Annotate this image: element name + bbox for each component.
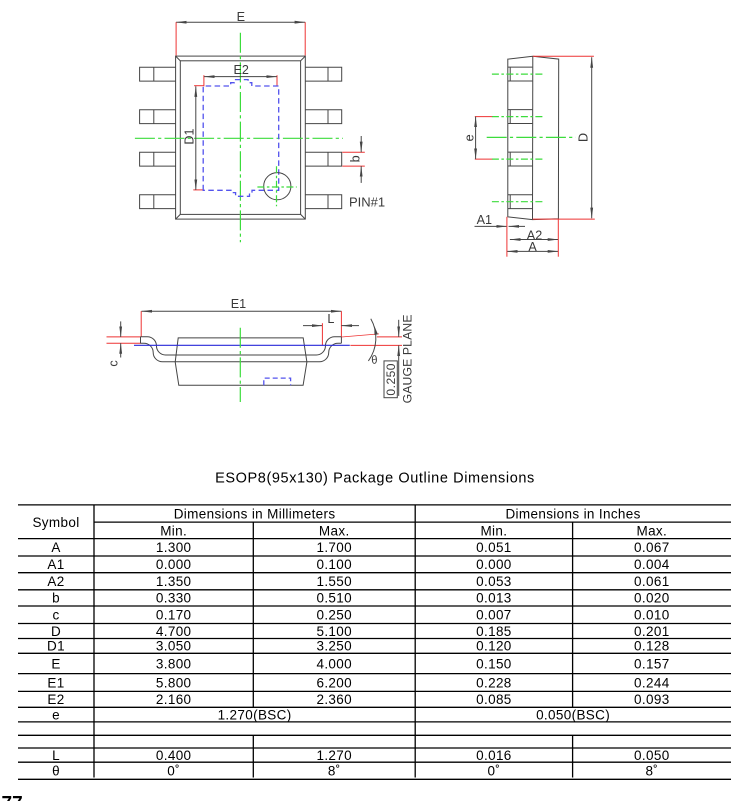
svg-text:2.160: 2.160 xyxy=(156,692,192,707)
svg-text:2.360: 2.360 xyxy=(316,692,352,707)
svg-text:6.200: 6.200 xyxy=(316,675,352,690)
svg-text:θ: θ xyxy=(370,354,380,367)
svg-text:D: D xyxy=(577,133,591,142)
svg-text:0.061: 0.061 xyxy=(634,574,670,589)
svg-text:5.100: 5.100 xyxy=(316,624,352,639)
svg-text:A2: A2 xyxy=(47,574,64,589)
svg-text:Max.: Max. xyxy=(319,523,350,538)
svg-text:PIN#1: PIN#1 xyxy=(349,195,385,210)
svg-text:0.201: 0.201 xyxy=(634,624,670,639)
svg-text:0.007: 0.007 xyxy=(476,608,512,623)
svg-text:A2: A2 xyxy=(527,228,542,242)
svg-text:0˚: 0˚ xyxy=(488,764,501,779)
svg-text:0.020: 0.020 xyxy=(634,591,670,606)
svg-text:8˚: 8˚ xyxy=(645,764,658,779)
svg-text:3.800: 3.800 xyxy=(156,656,192,671)
svg-text:Max.: Max. xyxy=(636,523,667,538)
svg-text:Symbol: Symbol xyxy=(32,515,79,530)
svg-text:0.004: 0.004 xyxy=(634,557,670,572)
svg-text:ESOP8(95x130) Package Outline: ESOP8(95x130) Package Outline Dimensions xyxy=(215,471,535,487)
svg-text:4.700: 4.700 xyxy=(156,624,192,639)
svg-text:0.050: 0.050 xyxy=(634,748,670,763)
svg-text:3.050: 3.050 xyxy=(156,639,192,654)
svg-text:0.100: 0.100 xyxy=(316,557,352,572)
svg-text:A: A xyxy=(51,540,60,555)
svg-text:5.800: 5.800 xyxy=(156,675,192,690)
svg-text:Min.: Min. xyxy=(160,523,187,538)
svg-text:0.170: 0.170 xyxy=(156,608,192,623)
svg-text:E: E xyxy=(237,10,245,24)
svg-text:0.093: 0.093 xyxy=(634,692,670,707)
svg-text:Min.: Min. xyxy=(480,523,507,538)
svg-text:0.330: 0.330 xyxy=(156,591,192,606)
svg-text:0.400: 0.400 xyxy=(156,748,192,763)
svg-text:A1: A1 xyxy=(477,213,492,227)
svg-text:Dimensions in Inches: Dimensions in Inches xyxy=(505,506,640,521)
svg-text:0.050(BSC): 0.050(BSC) xyxy=(536,707,610,722)
svg-text:E2: E2 xyxy=(233,63,248,77)
svg-text:c: c xyxy=(52,608,59,623)
svg-text:77: 77 xyxy=(2,794,23,801)
svg-text:L: L xyxy=(52,748,60,763)
svg-text:D1: D1 xyxy=(47,639,65,654)
svg-text:A1: A1 xyxy=(47,557,64,572)
svg-text:0.120: 0.120 xyxy=(476,639,512,654)
svg-text:0.510: 0.510 xyxy=(316,591,352,606)
svg-text:0.000: 0.000 xyxy=(476,557,512,572)
svg-text:1.550: 1.550 xyxy=(316,574,352,589)
svg-text:A: A xyxy=(528,240,537,254)
svg-text:L: L xyxy=(327,312,334,326)
svg-text:c: c xyxy=(107,360,121,366)
svg-text:0.157: 0.157 xyxy=(634,656,670,671)
svg-text:0.016: 0.016 xyxy=(476,748,512,763)
svg-text:E1: E1 xyxy=(231,297,246,311)
svg-text:D: D xyxy=(51,624,61,639)
svg-text:b: b xyxy=(348,155,362,162)
svg-text:0.051: 0.051 xyxy=(476,540,512,555)
svg-text:1.270(BSC): 1.270(BSC) xyxy=(218,707,292,722)
svg-text:θ: θ xyxy=(52,764,60,779)
svg-text:0.250: 0.250 xyxy=(384,363,398,396)
svg-text:0.000: 0.000 xyxy=(156,557,192,572)
svg-text:0.053: 0.053 xyxy=(476,574,512,589)
svg-text:0.244: 0.244 xyxy=(634,675,670,690)
svg-text:4.000: 4.000 xyxy=(316,656,352,671)
svg-text:0.010: 0.010 xyxy=(634,608,670,623)
svg-text:0.067: 0.067 xyxy=(634,540,670,555)
svg-text:GAUGE PLANE: GAUGE PLANE xyxy=(400,314,414,403)
svg-text:0.128: 0.128 xyxy=(634,639,670,654)
svg-text:0.085: 0.085 xyxy=(476,692,512,707)
svg-text:1.350: 1.350 xyxy=(156,574,192,589)
svg-text:0.185: 0.185 xyxy=(476,624,512,639)
svg-text:1.300: 1.300 xyxy=(156,540,192,555)
svg-text:Dimensions in Millimeters: Dimensions in Millimeters xyxy=(174,506,336,521)
svg-text:D1: D1 xyxy=(182,128,196,144)
svg-text:e: e xyxy=(463,134,477,141)
svg-text:E2: E2 xyxy=(47,692,64,707)
svg-text:E1: E1 xyxy=(47,675,64,690)
svg-text:0.150: 0.150 xyxy=(476,656,512,671)
svg-text:E: E xyxy=(51,656,60,671)
svg-text:0.228: 0.228 xyxy=(476,675,512,690)
svg-text:3.250: 3.250 xyxy=(316,639,352,654)
svg-text:0.013: 0.013 xyxy=(476,591,512,606)
svg-text:0˚: 0˚ xyxy=(167,764,180,779)
svg-text:8˚: 8˚ xyxy=(328,764,341,779)
svg-text:b: b xyxy=(52,591,60,606)
svg-text:1.700: 1.700 xyxy=(316,540,352,555)
svg-text:0.250: 0.250 xyxy=(316,608,352,623)
svg-text:e: e xyxy=(52,707,60,722)
svg-text:1.270: 1.270 xyxy=(316,748,352,763)
